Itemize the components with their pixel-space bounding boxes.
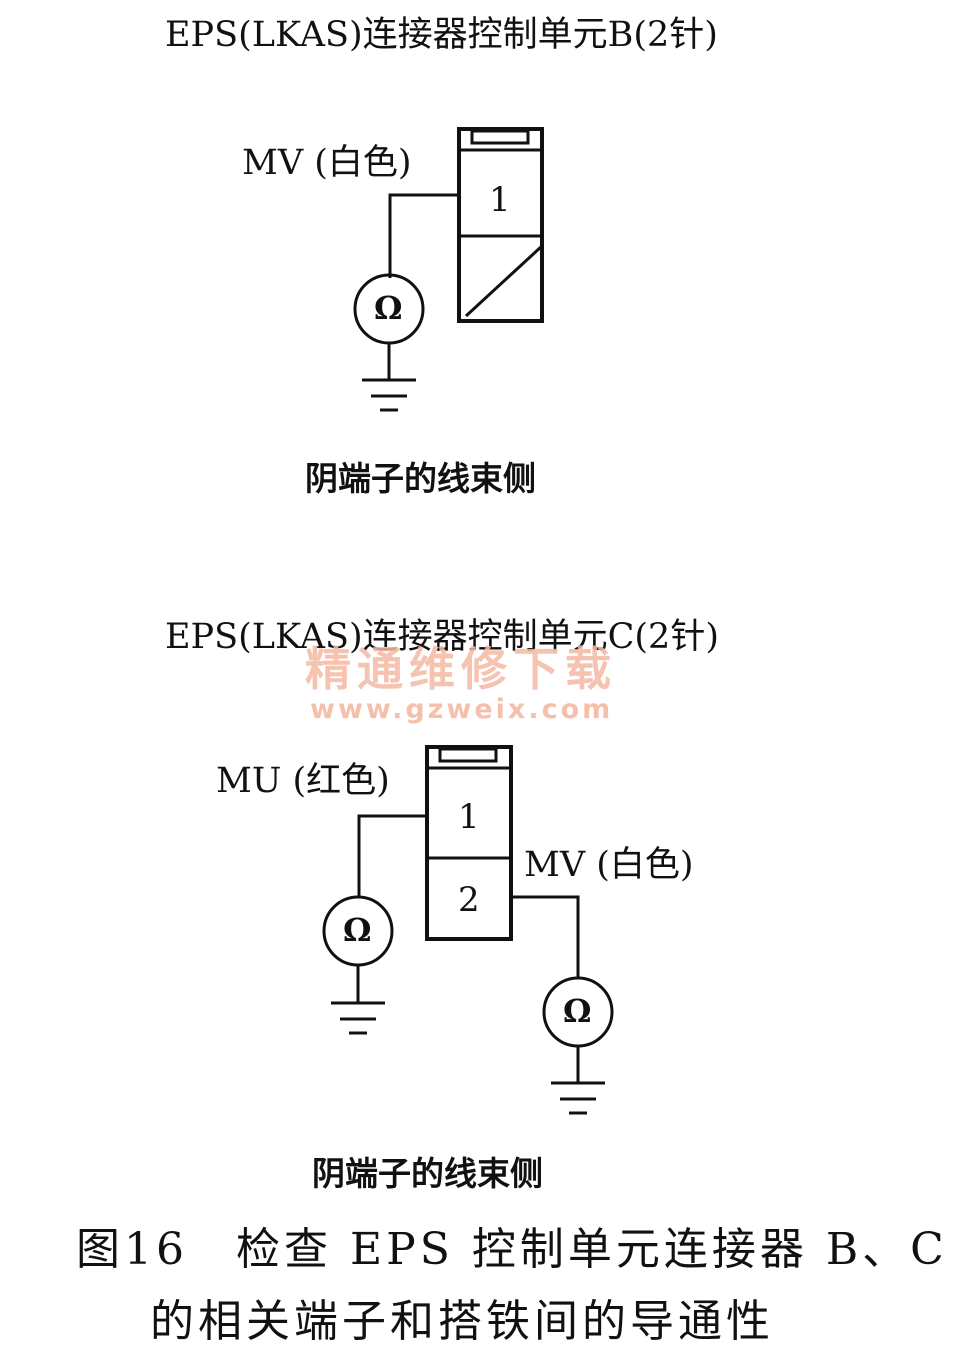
connector-b-pin-1-label: 1 [489,180,511,220]
connector-b-ohmmeter [353,273,425,380]
connector-c-wire-2 [511,895,580,978]
connector-c-ground-2 [551,1081,605,1115]
connector-c-body [425,745,513,941]
connector-c-ground-1 [331,1001,385,1035]
watermark-url: www.gzweix.com [310,694,614,725]
connector-b-side-label: 阴端子的线束侧 [305,459,536,498]
connector-c-ohmmeter-1 [322,895,394,1003]
connector-c-ohmmeter-2 [542,976,614,1083]
figure-caption-line-2: 的相关端子和搭铁间的导通性 [150,1296,774,1347]
connector-c-pin-2-label: 2 [458,880,480,920]
connector-c-wire-2-label: MV (白色) [524,845,694,885]
figure-caption-line-1: 图16 检查 EPS 控制单元连接器 B、C [76,1224,948,1275]
connector-b-body [457,127,544,323]
connector-c-side-label: 阴端子的线束侧 [312,1154,543,1193]
connector-c-wire-1 [357,814,427,898]
connector-b-ground [362,378,416,412]
ohm-icon: Ω [343,911,372,949]
connector-b-wire [388,193,459,278]
connector-b-wire-label: MV (白色) [242,143,412,183]
connector-c-title: EPS(LKAS)连接器控制单元C(2针) [165,617,719,657]
ohm-icon: Ω [563,992,592,1030]
connector-b-title: EPS(LKAS)连接器控制单元B(2针) [165,15,718,55]
watermark-text: 精通维修下载 [305,642,617,696]
ohm-icon: Ω [374,289,403,327]
connector-c-pin-1-label: 1 [458,797,480,837]
connector-c-wire-1-label: MU (红色) [216,761,390,801]
